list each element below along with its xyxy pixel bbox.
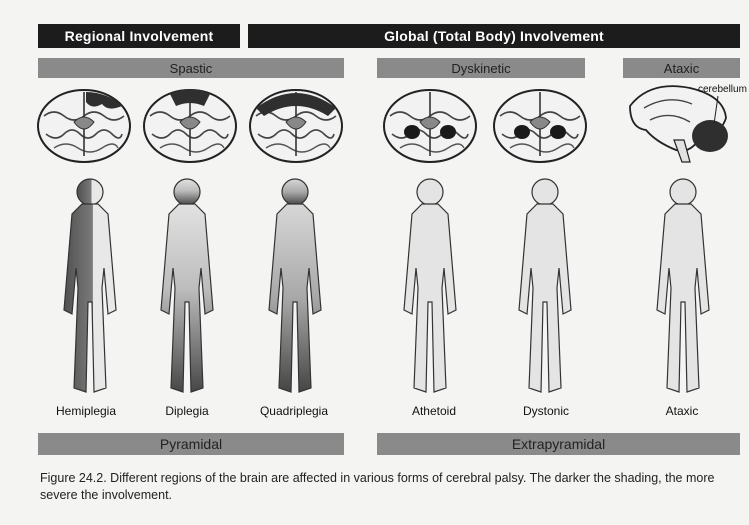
figure-caption: Figure 24.2. Different regions of the br… bbox=[40, 470, 745, 504]
brain-quadriplegia bbox=[250, 90, 342, 162]
brain-cerebellum-sagittal: cerebellum bbox=[630, 84, 747, 162]
pyramidal-band: Pyramidal bbox=[38, 433, 344, 455]
brain-diplegia bbox=[144, 89, 236, 162]
brain-athetoid bbox=[384, 90, 476, 162]
figure-diplegia bbox=[161, 179, 213, 392]
label-diplegia: Diplegia bbox=[142, 404, 232, 418]
brain-hemiplegia bbox=[38, 90, 130, 162]
figure-athetoid bbox=[404, 179, 456, 392]
figure-quadriplegia bbox=[269, 179, 321, 392]
figure-dystonic bbox=[519, 179, 571, 392]
label-athetoid: Athetoid bbox=[389, 404, 479, 418]
label-dystonic: Dystonic bbox=[501, 404, 591, 418]
cerebellum-label: cerebellum bbox=[698, 84, 747, 95]
brain-dystonic bbox=[494, 90, 586, 162]
label-quadriplegia: Quadriplegia bbox=[249, 404, 339, 418]
label-hemiplegia: Hemiplegia bbox=[41, 404, 131, 418]
figure-ataxic bbox=[657, 179, 709, 392]
label-ataxic: Ataxic bbox=[637, 404, 727, 418]
figure-hemiplegia bbox=[64, 179, 116, 392]
extrapyramidal-band: Extrapyramidal bbox=[377, 433, 740, 455]
